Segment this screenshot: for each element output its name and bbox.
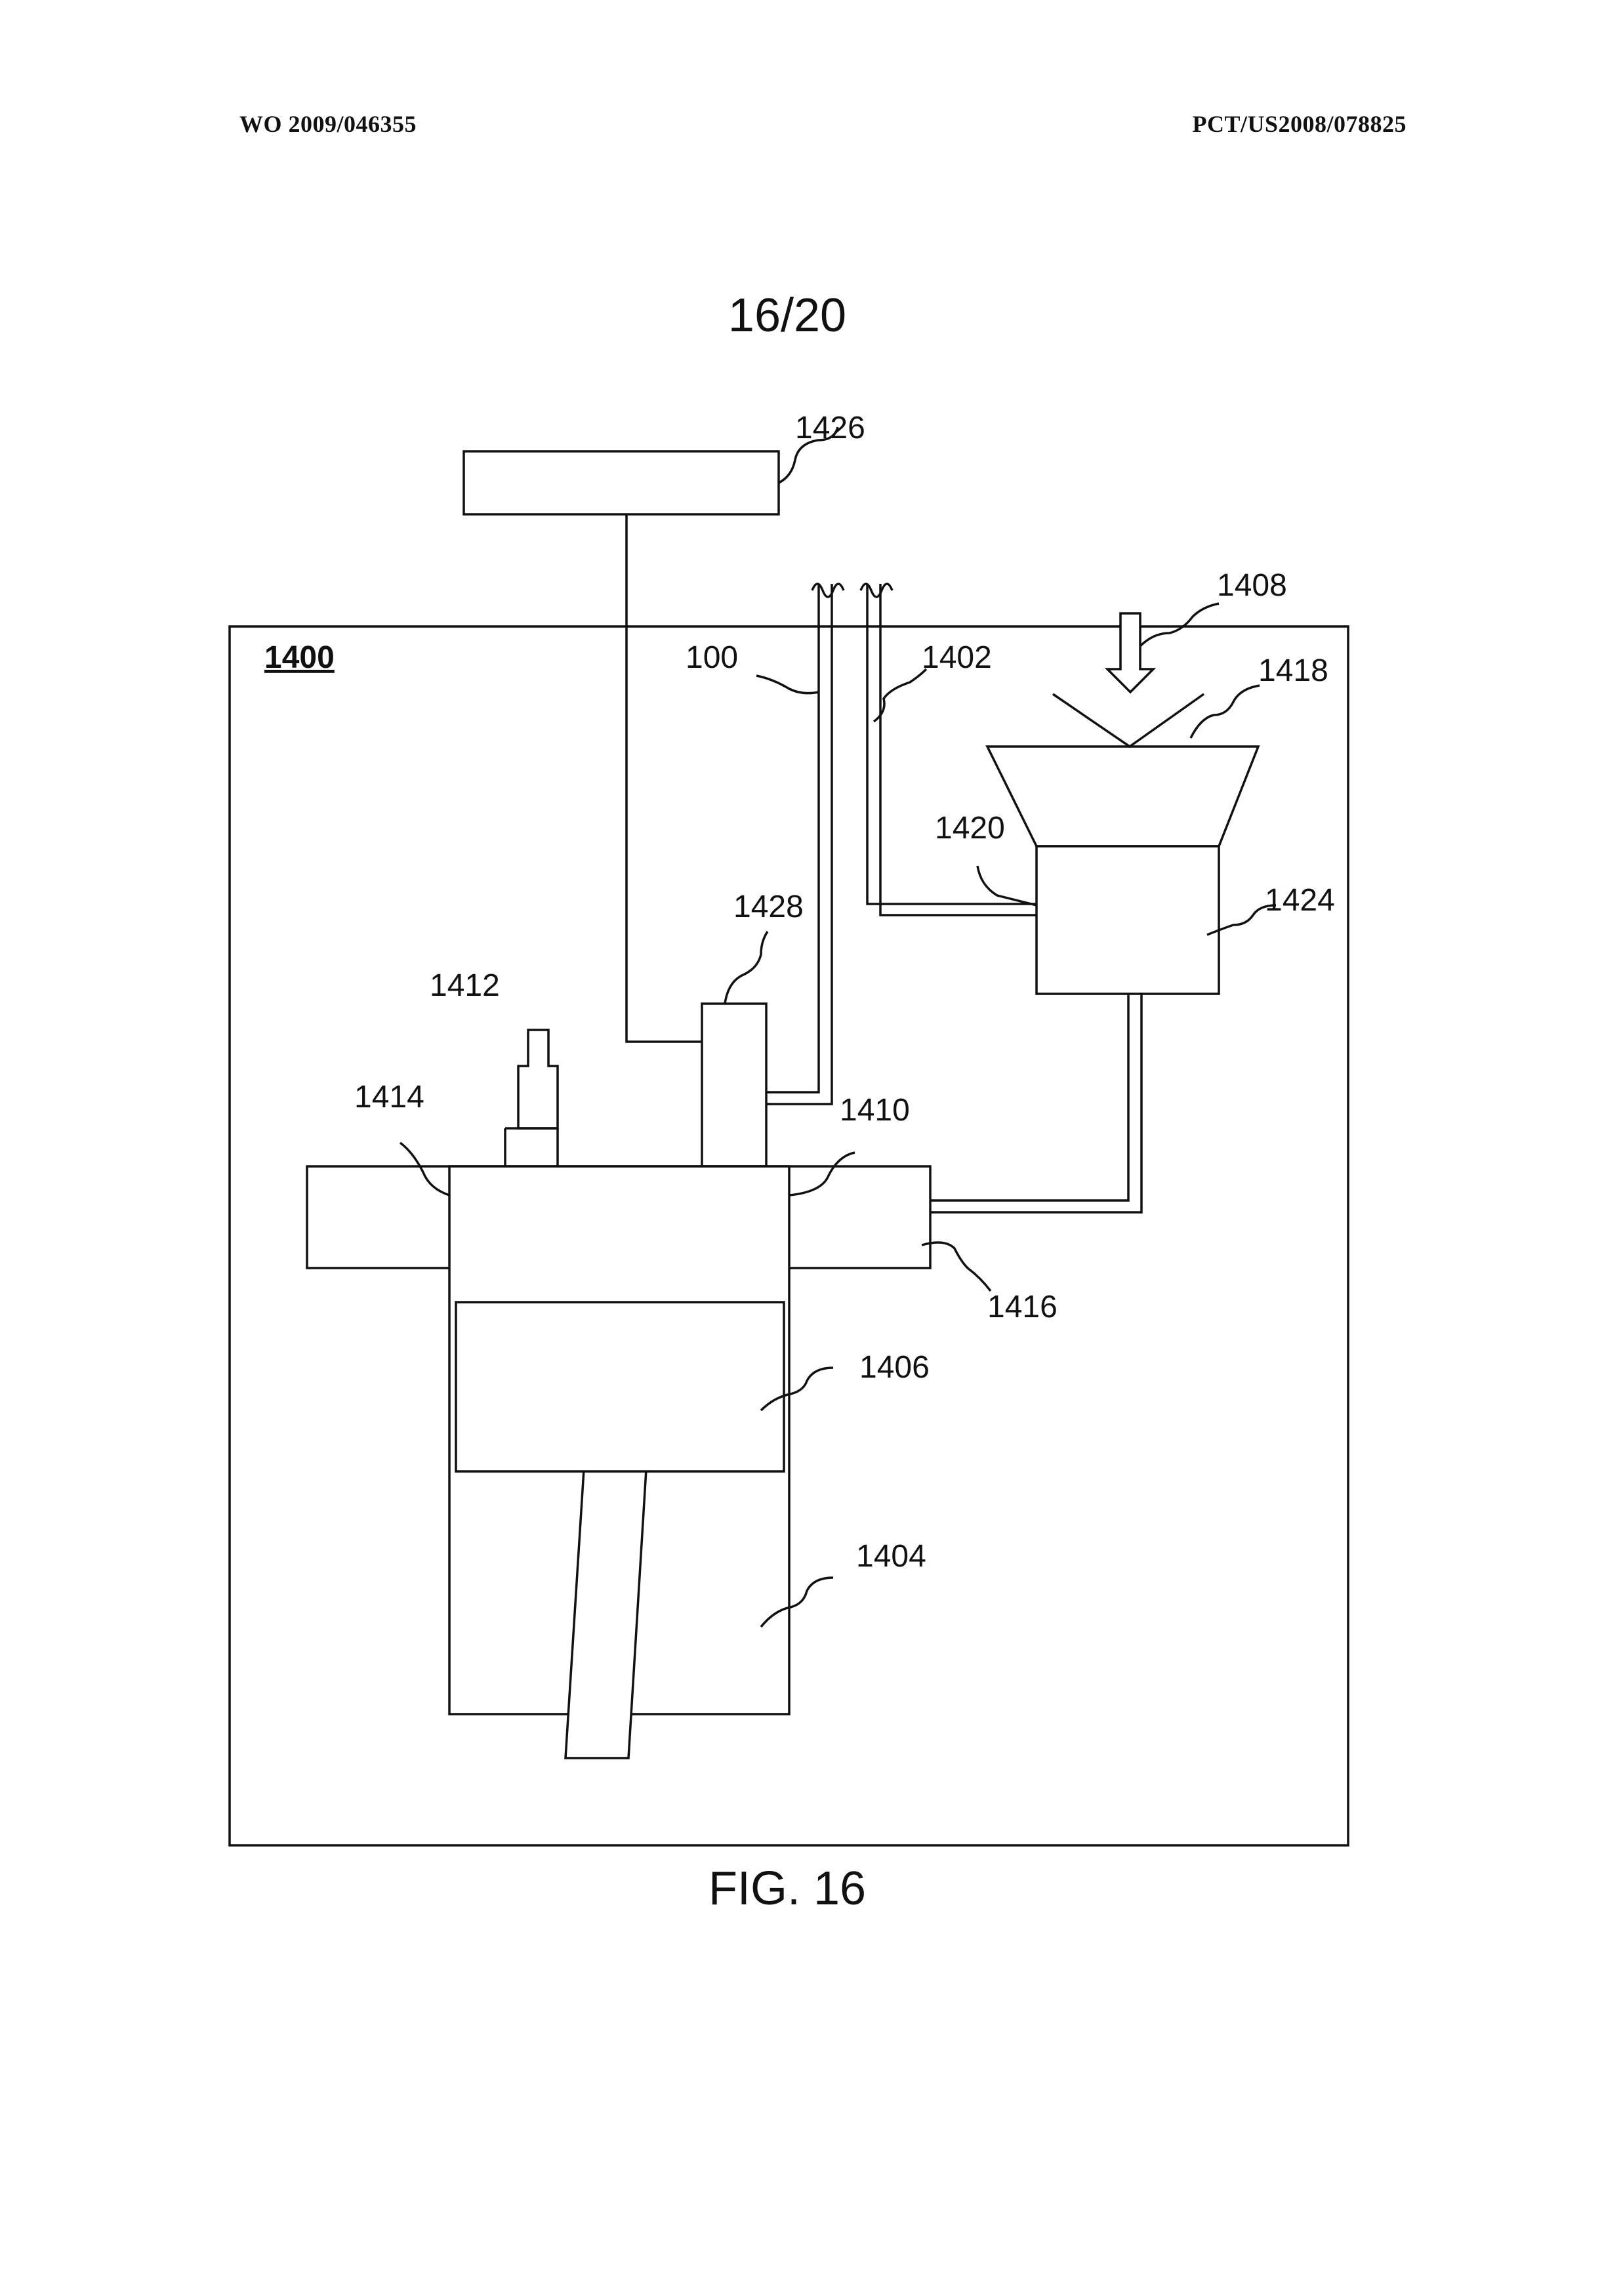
component-1424-box (1037, 846, 1219, 994)
component-1428-box (702, 1004, 766, 1166)
label-1416: 1416 (987, 1290, 1058, 1324)
label-1402: 1402 (922, 640, 992, 675)
pipe-100-break-mark (812, 584, 844, 597)
piston-1406 (456, 1302, 784, 1471)
label-1408: 1408 (1217, 568, 1287, 603)
label-1426: 1426 (795, 411, 865, 445)
label-1404: 1404 (856, 1539, 926, 1574)
label-1414: 1414 (354, 1080, 424, 1115)
hopper-1418 (987, 747, 1258, 846)
label-1428: 1428 (733, 890, 804, 924)
label-1424: 1424 (1265, 883, 1335, 918)
component-1426-box (464, 451, 779, 514)
label-1420: 1420 (935, 811, 1005, 846)
label-1400: 1400 (264, 640, 335, 675)
label-1410: 1410 (840, 1093, 910, 1128)
pipe-1402-break-mark (861, 584, 892, 597)
label-100: 100 (686, 640, 738, 675)
label-1412: 1412 (430, 968, 500, 1003)
label-1406: 1406 (859, 1350, 930, 1385)
label-1418: 1418 (1258, 653, 1328, 688)
figure-caption: FIG. 16 (0, 1862, 1574, 1916)
